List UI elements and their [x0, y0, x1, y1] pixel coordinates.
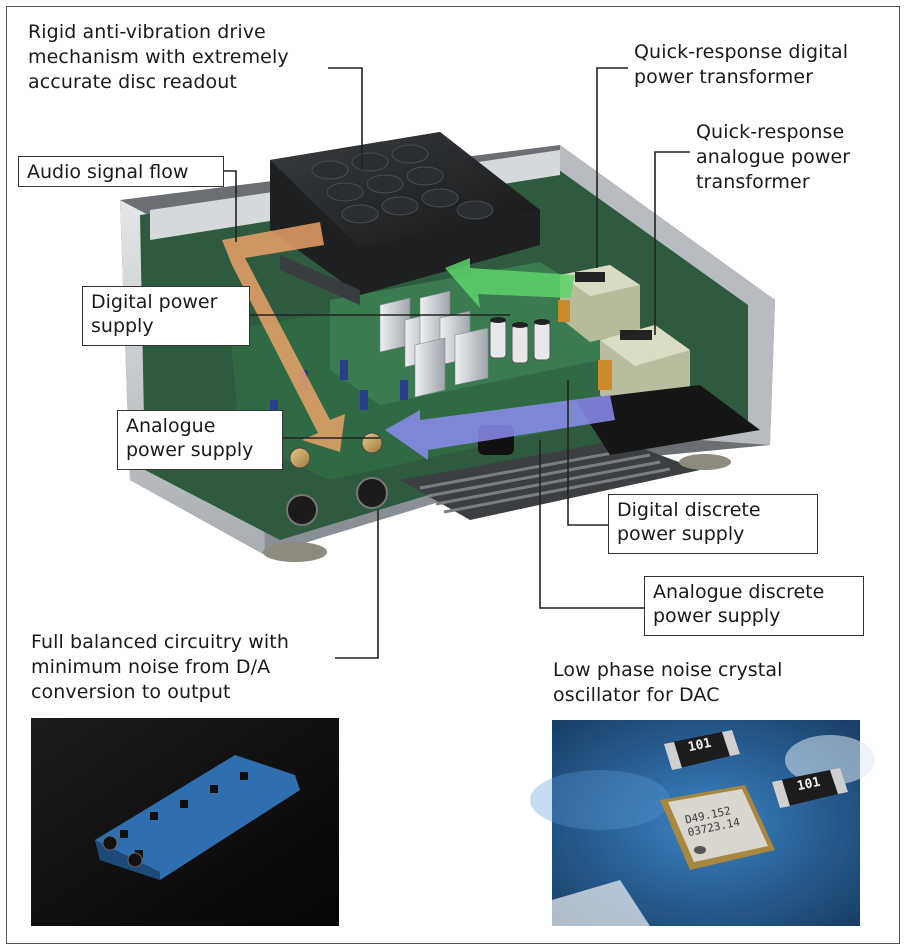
- analogue-transformer: [575, 325, 760, 455]
- digital-discrete-power-supply-label: Digital discrete power supply: [608, 494, 818, 554]
- digital-transformer-label: Quick-response digital power transformer: [634, 41, 849, 88]
- analogue-power-supply-label: Analogue power supply: [117, 410, 283, 470]
- audio-signal-flow-label: Audio signal flow: [18, 156, 224, 187]
- analogue-discrete-power-supply-label: Analogue discrete power supply: [644, 576, 864, 636]
- heatsinks: [379, 290, 489, 398]
- leader-lines: [224, 67, 690, 659]
- crystal-oscillator-label: Low phase noise crystal oscillator for D…: [553, 659, 783, 706]
- digital-power-supply-label: Digital power supply: [82, 286, 250, 346]
- crystal-oscillator: [660, 785, 775, 870]
- digital-power-arrow: [445, 258, 575, 308]
- resistor-1: [664, 730, 740, 770]
- balanced-circuit-board-photo: [31, 718, 339, 926]
- analogue-power-arrow: [385, 395, 615, 460]
- foot: [679, 454, 731, 470]
- digital-transformer: [558, 265, 640, 342]
- drive-mechanism-label: Rigid anti-vibration drive mechanism wit…: [28, 21, 289, 93]
- drive-mechanism: [270, 132, 540, 305]
- resistor-2: [772, 768, 848, 808]
- crystal-oscillator-photo: [530, 720, 875, 926]
- audio-signal-flow-arrow: [222, 222, 345, 452]
- balanced-circuitry-label: Full balanced circuitry with minimum noi…: [31, 631, 289, 703]
- bottom-vents: [400, 440, 700, 520]
- analogue-transformer-label: Quick-response analogue power transforme…: [696, 121, 851, 193]
- foot: [263, 542, 327, 562]
